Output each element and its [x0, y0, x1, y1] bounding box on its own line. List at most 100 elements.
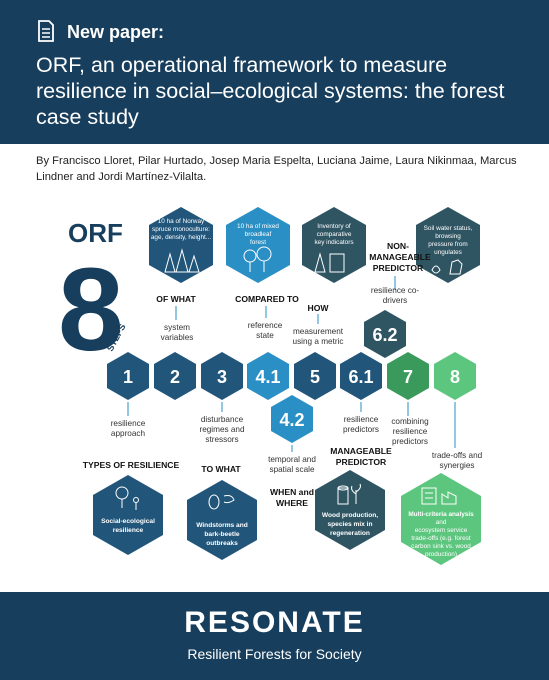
box-windstorms: Windstorms and bark-beetle outbreaks [187, 480, 257, 560]
orf-logo-number: 8 [58, 244, 124, 376]
svg-text:Soil water status,: Soil water status, [424, 225, 473, 232]
svg-text:combining: combining [391, 417, 429, 426]
svg-text:age, density, height...: age, density, height... [151, 234, 212, 241]
svg-text:5: 5 [310, 367, 320, 387]
svg-text:temporal and: temporal and [268, 455, 316, 464]
svg-text:resilience co-: resilience co- [371, 286, 420, 295]
svg-text:key indicators: key indicators [314, 239, 353, 246]
svg-text:comparative: comparative [317, 231, 352, 238]
svg-text:approach: approach [111, 429, 146, 438]
box-multi-criteria: Multi-criteria analysis and ecosystem se… [401, 473, 481, 565]
hex-step-2: 2 [154, 352, 196, 400]
svg-text:stressors: stressors [205, 435, 238, 444]
svg-text:trade-offs (e.g. forest: trade-offs (e.g. forest [411, 535, 470, 542]
svg-text:variables: variables [161, 333, 194, 342]
svg-text:drivers: drivers [383, 296, 408, 305]
heading-non-manageable-2: MANAGEABLE [369, 252, 431, 262]
svg-text:production): production) [425, 551, 457, 558]
svg-text:ecosystem service: ecosystem service [415, 527, 468, 534]
svg-text:7: 7 [403, 367, 413, 387]
document-icon [38, 20, 54, 42]
svg-text:PREDICTOR: PREDICTOR [336, 457, 387, 467]
svg-text:spruce monoculture:: spruce monoculture: [152, 226, 210, 233]
new-paper-label: New paper: [67, 22, 165, 42]
svg-text:4.2: 4.2 [279, 410, 304, 430]
svg-text:predictors: predictors [343, 425, 379, 434]
svg-text:MANAGEABLE: MANAGEABLE [330, 446, 392, 456]
svg-text:8: 8 [450, 367, 460, 387]
svg-text:Wood production,: Wood production, [322, 512, 378, 519]
box-norway-spruce: 10 ha of Norway spruce monoculture: age,… [149, 207, 213, 283]
hex-step-8: 8 [434, 352, 476, 400]
svg-text:reference: reference [248, 321, 283, 330]
svg-text:resilience: resilience [393, 427, 428, 436]
svg-text:regimes and: regimes and [199, 425, 245, 434]
hex-step-6-2: 6.2 [364, 310, 406, 358]
heading-how: HOW [307, 303, 329, 313]
svg-text:resilience: resilience [344, 415, 379, 424]
box-inventory: Inventory of comparative key indicators [302, 207, 366, 283]
svg-text:bark-beetle: bark-beetle [204, 531, 240, 538]
header-banner: New paper: ORF, an operational framework… [0, 0, 549, 144]
svg-text:forest: forest [250, 239, 266, 246]
svg-text:WHERE: WHERE [276, 498, 308, 508]
svg-text:resilience: resilience [111, 419, 146, 428]
svg-text:6.1: 6.1 [348, 367, 373, 387]
hex-step-5: 5 [294, 352, 336, 400]
svg-text:predictors: predictors [392, 437, 428, 446]
footer-banner: RESONATE Resilient Forests for Society [0, 592, 549, 680]
box-social-ecological: Social-ecological resilience [93, 475, 163, 555]
svg-text:2: 2 [170, 367, 180, 387]
footer-tagline: Resilient Forests for Society [187, 646, 362, 662]
deer-water-icon [431, 259, 463, 275]
svg-text:browsing: browsing [435, 233, 461, 240]
svg-text:synergies: synergies [439, 461, 474, 470]
broadleaf-tree-icon [243, 246, 272, 272]
hex-chain: 1 2 3 4.1 5 6.1 7 8 4.2 6.2 [107, 310, 476, 443]
svg-text:spatial scale: spatial scale [269, 465, 315, 474]
heading-of-what: OF WHAT [156, 294, 196, 304]
hex-step-3: 3 [201, 352, 243, 400]
tree-icon [164, 248, 200, 273]
hex-step-6-1: 6.1 [340, 352, 382, 400]
svg-text:broadleaf: broadleaf [245, 231, 272, 238]
svg-text:4.1: 4.1 [255, 367, 280, 387]
hex-step-1: 1 [107, 352, 149, 400]
svg-text:WHEN and: WHEN and [270, 487, 314, 497]
heading-compared-to: COMPARED TO [235, 294, 299, 304]
svg-text:Social-ecological: Social-ecological [101, 518, 155, 525]
svg-text:10 ha of mixed: 10 ha of mixed [237, 223, 279, 230]
svg-text:Windstorms and: Windstorms and [196, 522, 248, 529]
svg-text:1: 1 [123, 367, 133, 387]
hex-step-7: 7 [387, 352, 429, 400]
svg-text:using a metric: using a metric [293, 337, 344, 346]
svg-text:disturbance: disturbance [201, 415, 244, 424]
svg-text:Multi-criteria analysis: Multi-criteria analysis [408, 511, 474, 518]
svg-text:ungulates: ungulates [434, 249, 462, 256]
box-mixed-broadleaf: 10 ha of mixed broadleaf forest [226, 207, 290, 283]
orf-8-steps-logo: ORF 8 STEPS [58, 218, 128, 376]
paper-title: ORF, an operational framework to measure… [36, 53, 505, 129]
svg-text:species mix in: species mix in [327, 521, 372, 528]
log-sapling-icon [337, 483, 361, 505]
heading-to-what: TO WHAT [201, 464, 241, 474]
svg-text:6.2: 6.2 [372, 325, 397, 345]
svg-text:state: state [256, 331, 274, 340]
resonate-logo: RESONATE [184, 606, 365, 639]
hex-step-4-1: 4.1 [247, 352, 289, 400]
heading-types: TYPES OF RESILIENCE [83, 460, 180, 470]
svg-text:resilience: resilience [113, 527, 144, 534]
box-wood-production: Wood production, species mix in regenera… [315, 470, 385, 550]
svg-text:outbreaks: outbreaks [206, 540, 238, 547]
svg-text:trade-offs and: trade-offs and [432, 451, 483, 460]
orf-logo-word: ORF [68, 218, 123, 248]
svg-text:pressure from: pressure from [428, 241, 467, 248]
svg-text:and: and [436, 519, 447, 526]
beetle-wind-icon [208, 494, 235, 510]
chart-factory-icon [421, 487, 457, 505]
svg-text:3: 3 [217, 367, 227, 387]
svg-text:carbon sink vs. wood: carbon sink vs. wood [411, 543, 471, 550]
svg-text:regeneration: regeneration [330, 530, 370, 537]
heading-non-manageable: NON- [387, 241, 409, 251]
svg-text:Inventory of: Inventory of [317, 223, 351, 230]
